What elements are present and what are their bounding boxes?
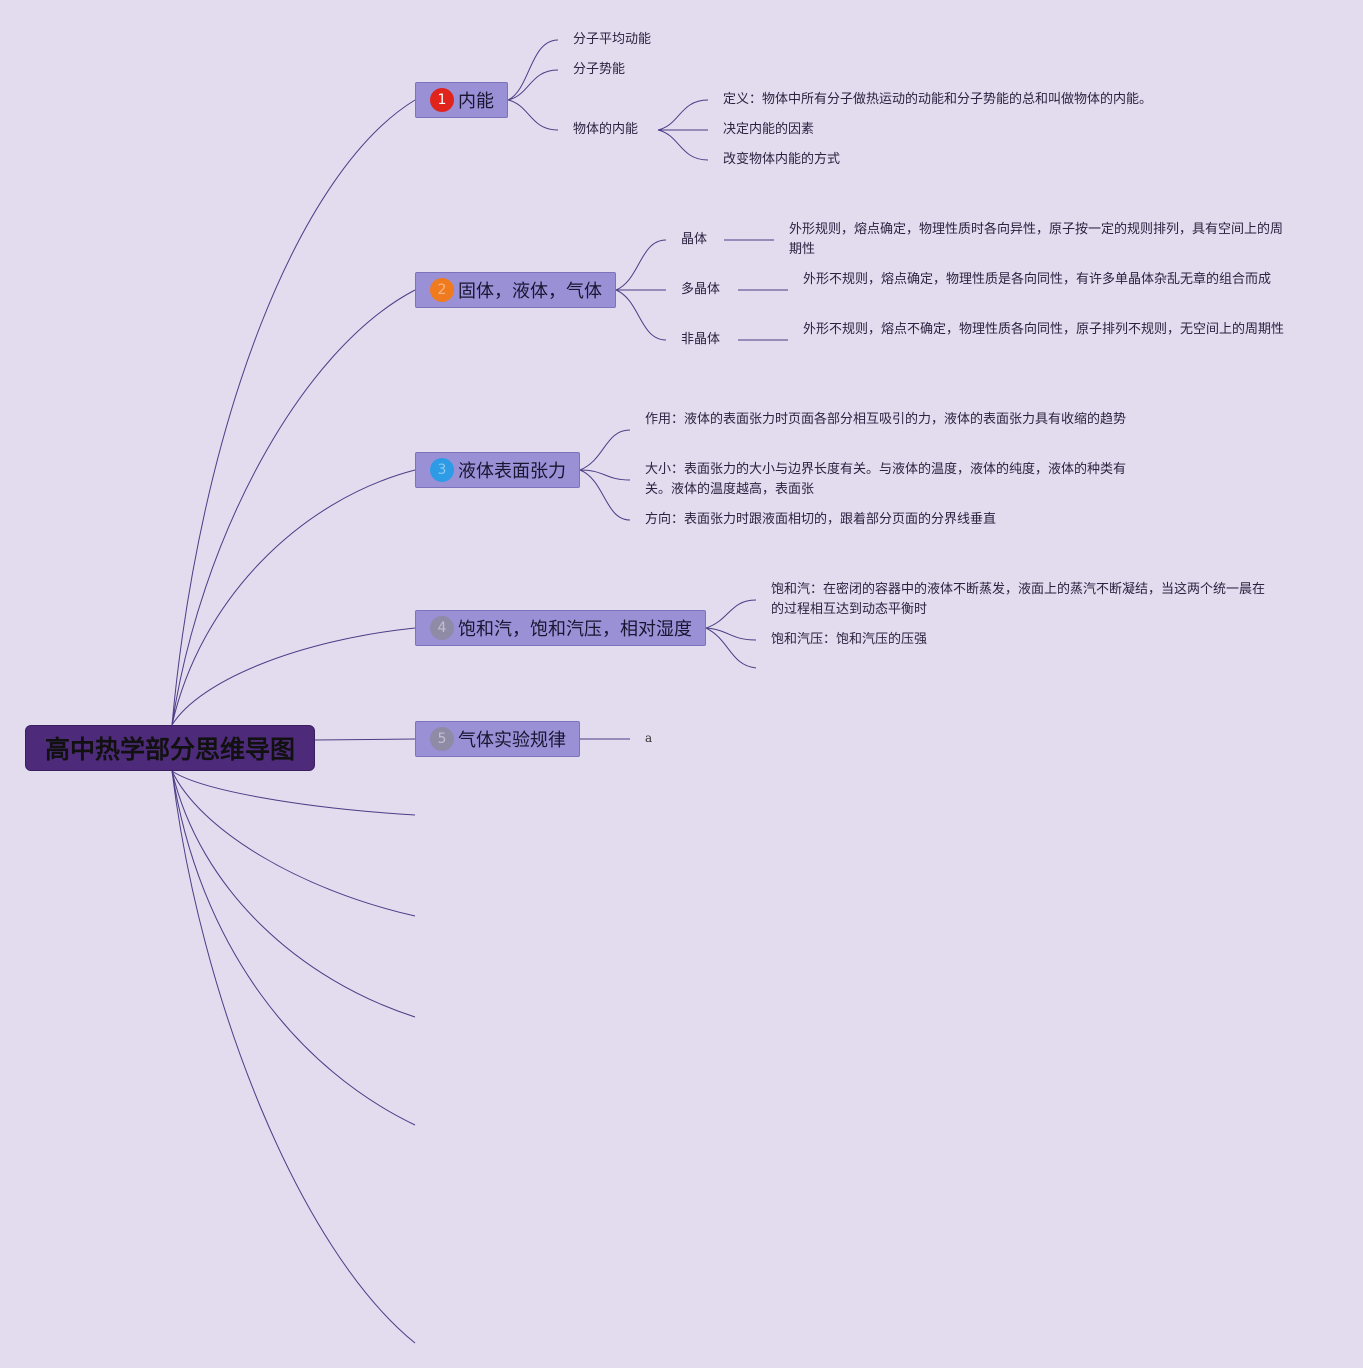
leaf-node[interactable]: 作用：液体的表面张力时页面各部分相互吸引的力，液体的表面张力具有收缩的趋势 [645,412,1127,427]
branch-node-surface-tension[interactable]: 3 液体表面张力 [415,452,580,488]
leaf-node[interactable]: 饱和汽压：饱和汽压的压强 [771,632,928,647]
leaf-node[interactable]: 大小：表面张力的大小与边界长度有关。与液体的温度，液体的纯度，液体的种类有关。液… [645,462,1127,497]
leaf-node[interactable]: 分子势能 [573,62,626,77]
leaf-node[interactable]: 决定内能的因素 [723,122,815,137]
leaf-node[interactable]: 物体的内能 [573,122,639,137]
branch-node-internal-energy[interactable]: 1 内能 [415,82,508,118]
branch-label: 内能 [458,91,494,112]
number-badge: 4 [430,616,454,640]
leaf-node[interactable]: 多晶体 [681,282,721,297]
branch-label: 气体实验规律 [458,730,566,751]
leaf-node[interactable]: 晶体 [681,232,708,247]
number-badge: 2 [430,278,454,302]
root-node[interactable]: 高中热学部分思维导图 [25,725,315,771]
root-title: 高中热学部分思维导图 [44,735,295,764]
leaf-node[interactable]: 分子平均动能 [573,32,652,47]
branch-label: 饱和汽，饱和汽压，相对湿度 [458,619,692,640]
branch-node-saturated-vapor[interactable]: 4 饱和汽，饱和汽压，相对湿度 [415,610,706,646]
branch-node-gas-experiment-laws[interactable]: 5 气体实验规律 [415,721,580,757]
branch-node-solid-liquid-gas[interactable]: 2 固体，液体，气体 [415,272,616,308]
leaf-node[interactable]: a [645,731,653,745]
leaf-node[interactable]: 饱和汽：在密闭的容器中的液体不断蒸发，液面上的蒸汽不断凝结，当这两个统一晨在的过… [771,582,1266,617]
leaf-detail[interactable]: 外形不规则，熔点不确定，物理性质各向同性，原子排列不规则，无空间上的周期性 [803,322,1285,337]
branch-label: 固体，液体，气体 [458,281,602,302]
number-badge: 1 [430,88,454,112]
number-badge: 3 [430,458,454,482]
branch-label: 液体表面张力 [458,461,566,482]
leaf-node[interactable]: 方向：表面张力时跟液面相切的，跟着部分页面的分界线垂直 [645,512,997,527]
leaf-detail[interactable]: 外形不规则，熔点确定，物理性质是各向同性，有许多单晶体杂乱无章的组合而成 [803,272,1272,287]
leaf-node[interactable]: 改变物体内能的方式 [723,152,841,167]
leaf-detail[interactable]: 外形规则，熔点确定，物理性质时各向异性，原子按一定的规则排列，具有空间上的周期性 [789,222,1284,257]
leaf-node[interactable]: 非晶体 [681,332,721,347]
leaf-node[interactable]: 定义：物体中所有分子做热运动的动能和分子势能的总和叫做物体的内能。 [723,92,1153,107]
number-badge: 5 [430,727,454,751]
